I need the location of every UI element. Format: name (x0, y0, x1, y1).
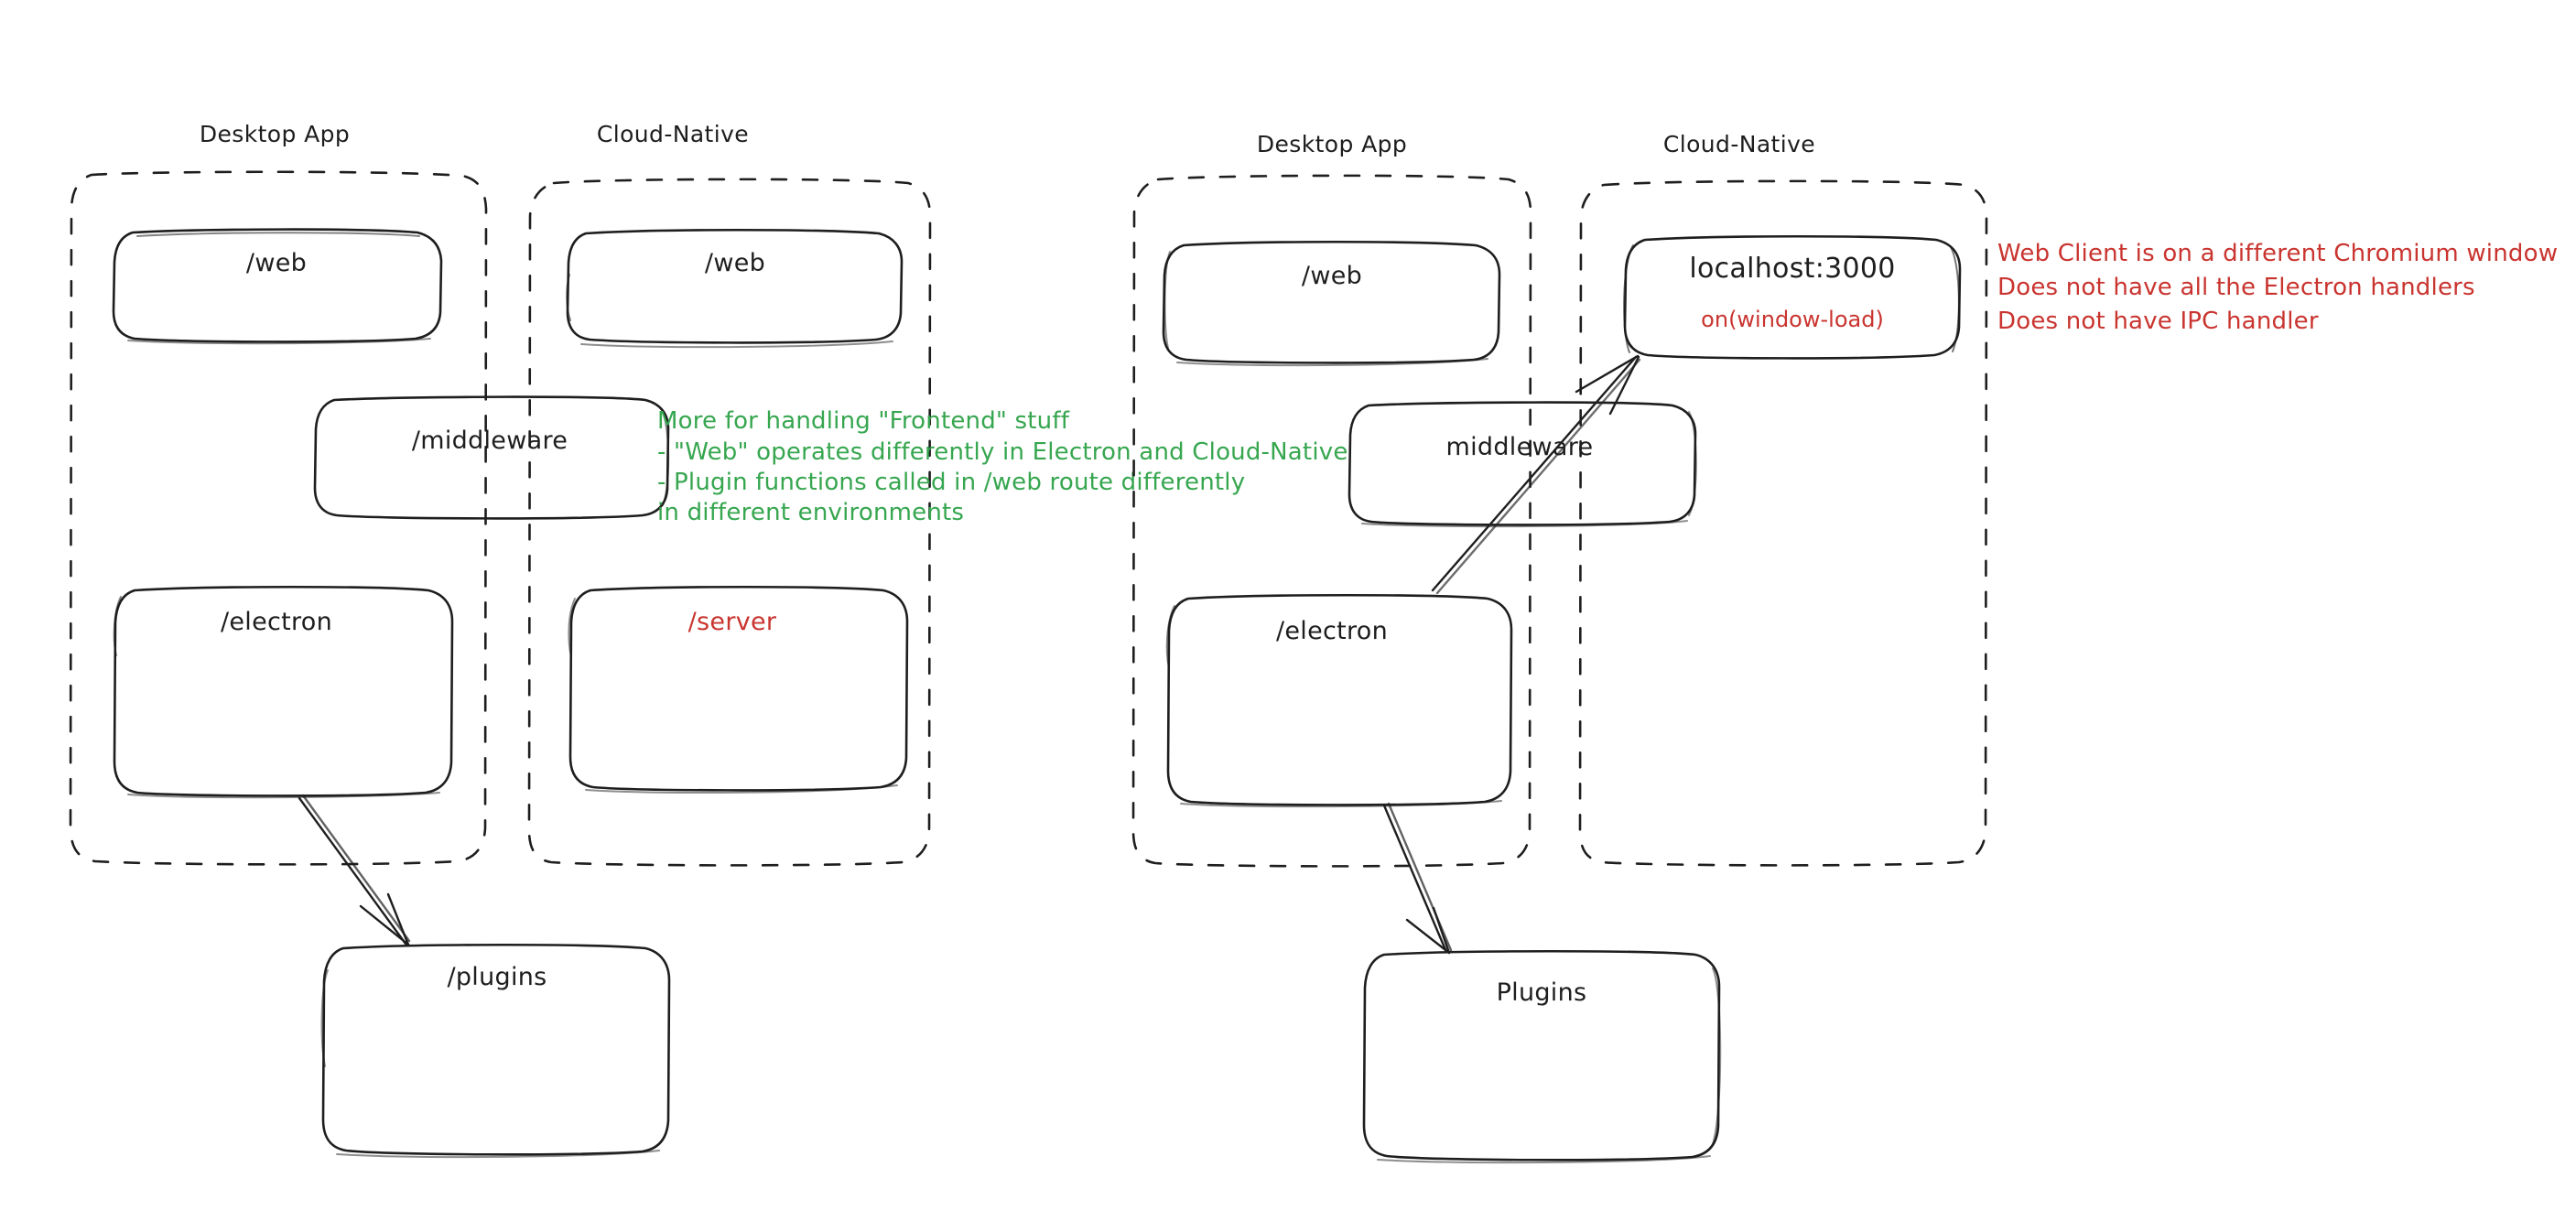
node-right-desktop-web[interactable]: /web (1162, 240, 1501, 367)
arrow-right-electron-to-localhost (1431, 354, 1641, 595)
red-note-line-2: Does not have all the Electron handlers (1997, 274, 2475, 301)
group-label-left-cloud: Cloud-Native (597, 121, 749, 147)
node-left-middleware[interactable]: /middleware (313, 395, 670, 520)
green-note-line-1: More for handling "Frontend" stuff (657, 407, 1070, 435)
node-right-middleware[interactable]: middleware (1348, 401, 1697, 528)
node-label-left-server: /server (688, 608, 777, 636)
node-sublabel-on-window-load: on(window-load) (1701, 307, 1884, 332)
group-right-cloud: Cloud-Native (1578, 131, 1988, 867)
node-left-server[interactable]: /server (568, 585, 909, 794)
node-label-right-middleware: middleware (1446, 433, 1594, 461)
node-right-plugins[interactable]: Plugins (1362, 949, 1722, 1164)
node-label-right-plugins: Plugins (1497, 978, 1587, 1007)
node-left-electron[interactable]: /electron (113, 585, 454, 799)
right-cloud-boundary (1578, 179, 1988, 867)
red-note-line-1: Web Client is on a different Chromium wi… (1997, 240, 2558, 267)
arrow-right-electron-to-plugins (1382, 802, 1453, 955)
group-label-right-desktop: Desktop App (1257, 131, 1407, 157)
green-note-line-2: - "Web" operates differently in Electron… (657, 438, 1348, 466)
node-left-plugins[interactable]: /plugins (320, 943, 671, 1159)
node-left-cloud-web[interactable]: /web (566, 228, 904, 349)
node-label-left-desktop-web: /web (246, 249, 307, 277)
red-note-line-3: Does not have IPC handler (1997, 308, 2319, 335)
node-label-right-desktop-web: /web (1302, 262, 1362, 290)
node-right-electron[interactable]: /electron (1165, 593, 1513, 808)
group-left-cloud: Cloud-Native (527, 121, 932, 867)
right-desktop-boundary (1131, 174, 1532, 868)
node-label-left-cloud-web: /web (705, 249, 765, 277)
group-label-left-desktop: Desktop App (200, 121, 350, 147)
arrow-left-electron-to-plugins (298, 794, 411, 946)
group-right-desktop: Desktop App (1131, 131, 1532, 868)
node-label-right-electron: /electron (1276, 617, 1388, 645)
left-desktop-boundary (69, 170, 488, 866)
node-label-left-electron: /electron (221, 608, 332, 636)
green-note-line-3: - Plugin functions called in /web route … (657, 469, 1245, 496)
group-label-right-cloud: Cloud-Native (1663, 131, 1815, 157)
node-right-localhost[interactable]: localhost:3000 on(window-load) (1623, 234, 1962, 360)
green-note-line-4: in different environments (657, 499, 964, 526)
node-label-right-localhost: localhost:3000 (1689, 253, 1895, 285)
node-left-desktop-web[interactable]: /web (112, 228, 443, 345)
node-label-left-plugins: /plugins (447, 963, 547, 991)
annotation-green-note: More for handling "Frontend" stuff - "We… (657, 407, 1348, 526)
left-cloud-boundary (527, 178, 932, 867)
annotation-red-note: Web Client is on a different Chromium wi… (1997, 240, 2558, 335)
group-left-desktop: Desktop App (69, 121, 488, 866)
node-label-left-middleware: /middleware (412, 427, 568, 455)
